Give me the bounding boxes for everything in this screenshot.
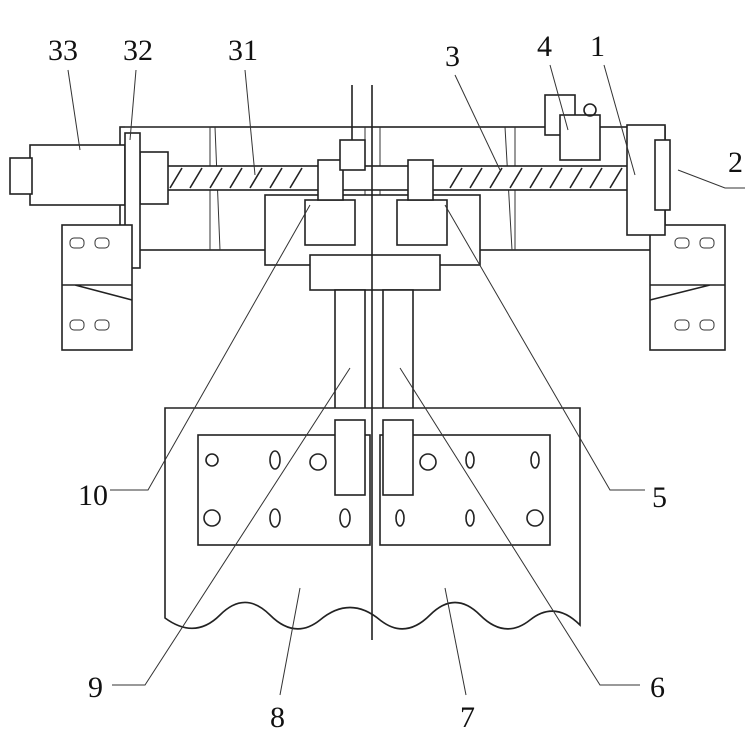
label-2: 2 (728, 146, 743, 179)
left-mount-bracket (61, 224, 133, 351)
label-9: 9 (88, 671, 103, 704)
label-7: 7 (460, 701, 475, 734)
label-10: 10 (78, 479, 108, 512)
label-6: 6 (650, 671, 665, 704)
leader-lines (67, 64, 745, 696)
label-33: 33 (48, 34, 78, 67)
sensor-unit (544, 94, 601, 161)
label-3: 3 (445, 40, 460, 73)
label-4: 4 (537, 30, 552, 63)
label-31: 31 (228, 34, 258, 67)
label-32: 32 (123, 34, 153, 67)
right-mount-bracket (649, 224, 726, 351)
motor (9, 144, 169, 206)
label-1: 1 (590, 30, 605, 63)
end-flange (654, 139, 671, 211)
label-8: 8 (270, 701, 285, 734)
lead-screw (139, 165, 631, 191)
label-5: 5 (652, 481, 667, 514)
